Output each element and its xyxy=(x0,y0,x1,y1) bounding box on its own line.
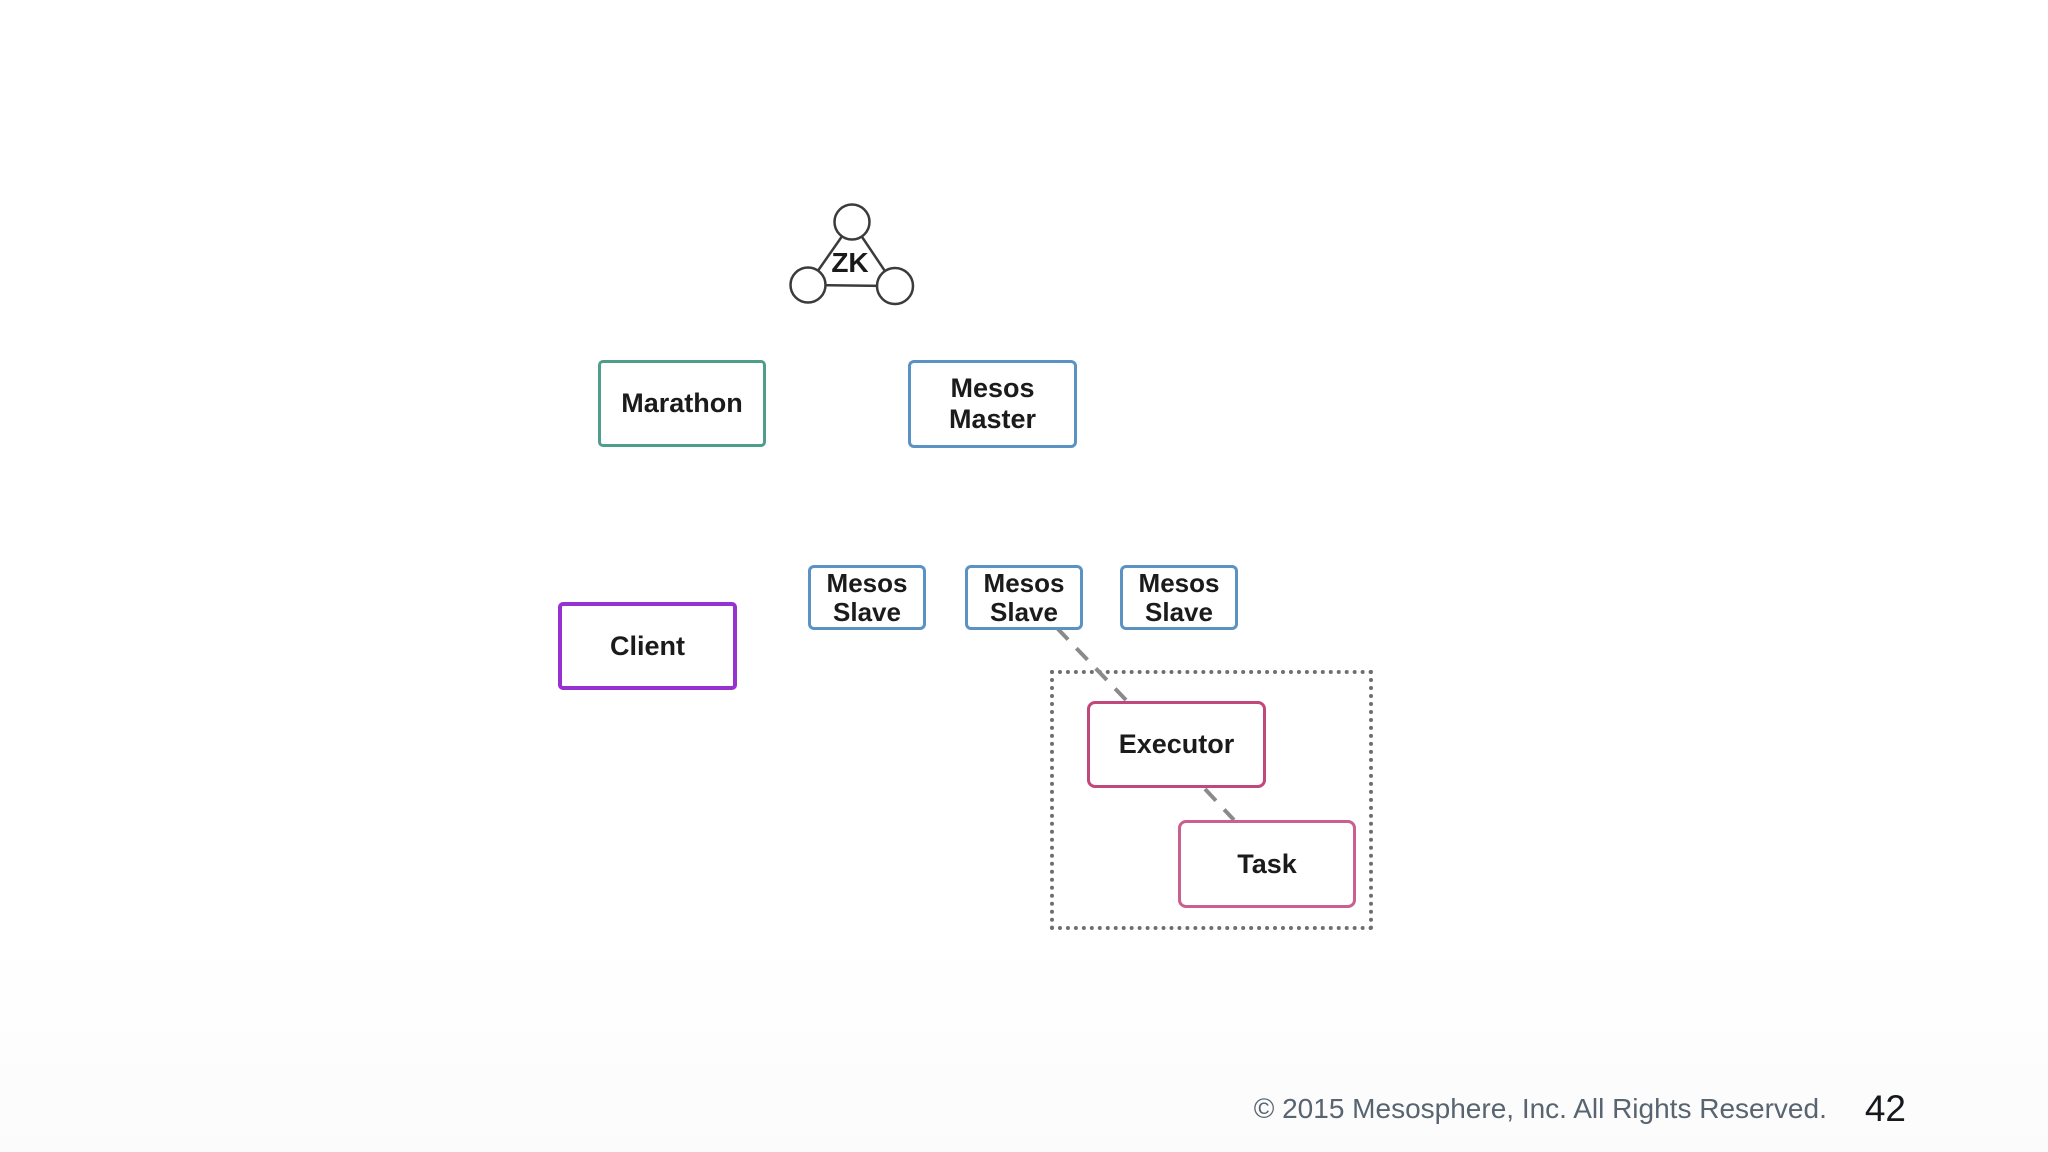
slave-task-group-container xyxy=(1050,670,1373,930)
node-mesos-slave-1-label-line1: Mesos xyxy=(826,567,908,598)
node-mesos-slave-1-label-line2: Slave xyxy=(833,596,901,627)
node-mesos-master-label-line2: Master xyxy=(948,404,1037,434)
zk-node-circle-left xyxy=(789,266,827,304)
slide-footer: © 2015 Mesosphere, Inc. All Rights Reser… xyxy=(1254,1088,1906,1130)
node-client: Client xyxy=(558,602,737,690)
node-client-label: Client xyxy=(609,630,685,661)
node-mesos-slave-2-label-line2: Slave xyxy=(990,596,1058,627)
page-number: 42 xyxy=(1864,1088,1906,1129)
node-mesos-slave-3-label-line1: Mesos xyxy=(1138,567,1220,598)
node-mesos-slave-2-label-line1: Mesos xyxy=(983,567,1065,598)
copyright-text: © 2015 Mesosphere, Inc. All Rights Reser… xyxy=(1253,1093,1827,1124)
zk-label: ZK xyxy=(831,247,868,278)
node-task-label: Task xyxy=(1237,848,1297,879)
node-mesos-slave-2: Mesos Slave xyxy=(965,565,1083,630)
node-task: Task xyxy=(1178,820,1356,908)
zk-node-circle-top xyxy=(833,203,871,241)
node-mesos-slave-3: Mesos Slave xyxy=(1120,565,1238,630)
node-executor-label: Executor xyxy=(1118,729,1235,759)
node-mesos-master: Mesos Master xyxy=(908,360,1077,448)
zk-node-circle-right xyxy=(875,266,915,306)
node-marathon-label: Marathon xyxy=(621,388,743,418)
node-mesos-slave-3-label-line2: Slave xyxy=(1145,596,1213,627)
node-mesos-master-label-line1: Mesos xyxy=(950,373,1035,403)
node-executor: Executor xyxy=(1087,701,1266,788)
node-marathon: Marathon xyxy=(598,360,766,447)
zk-cluster: ZK xyxy=(789,203,915,306)
node-mesos-slave-1: Mesos Slave xyxy=(808,565,926,630)
